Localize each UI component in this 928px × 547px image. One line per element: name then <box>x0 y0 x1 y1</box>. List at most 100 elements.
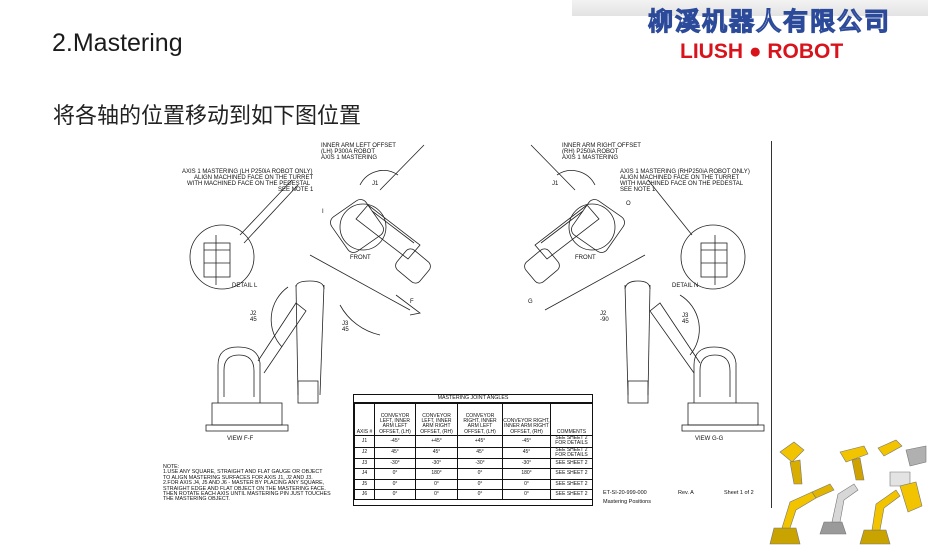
table-cell: SEE SHEET 2 <box>550 488 593 500</box>
right-callout-line: AXIS 1 MASTERING <box>562 155 618 161</box>
j1-left-label: J1 <box>372 181 379 187</box>
table-title: MASTERING JOINT ANGLES <box>354 395 592 403</box>
table-cell: 0° <box>374 488 416 500</box>
j2-left-value: 45 <box>250 317 257 323</box>
detail-n-circle <box>647 179 746 290</box>
drawing-notes: NOTE: 1.USE ANY SQUARE, STRAIGHT AND FLA… <box>163 464 358 503</box>
table-cell: SEE SHEET 2 <box>550 468 593 480</box>
section-g-label: G <box>528 299 533 305</box>
table-header: CONVEYOR RIGHT, INNER ARM RIGHT OFFSET, … <box>502 403 551 436</box>
drawing-border-line <box>771 141 772 508</box>
j3-left-value: 45 <box>342 327 349 333</box>
j3-right-value: 45 <box>682 319 689 325</box>
section-i-label: I <box>322 209 324 215</box>
notes-heading: NOTE: <box>163 464 180 470</box>
table-cell: SEE SHEET 2 FOR DETAILS <box>550 446 593 460</box>
view-g-label: VIEW G-G <box>695 436 724 442</box>
detail-l-circle <box>189 179 299 290</box>
table-cell: J2 <box>354 446 375 460</box>
section-f-label: F <box>410 299 414 305</box>
right-side-view <box>624 280 765 432</box>
revision: Rev. A <box>678 490 694 496</box>
j2-right-value: -90 <box>600 317 609 323</box>
sheet-number: Sheet 1 of 2 <box>724 490 754 496</box>
right-top-view-arm <box>524 144 646 311</box>
left-callout-line: INNER ARM LEFT OFFSET <box>321 143 396 149</box>
robot-arms-graphic <box>769 439 927 545</box>
right-note-line: WITH MACHINED FACE ON THE PEDESTAL <box>620 181 744 187</box>
table-cell: -45° <box>374 435 416 448</box>
table-row: J2 45° 45° 45° 45° SEE SHEET 2 FOR DETAI… <box>354 446 593 460</box>
table-cell: 180° <box>502 468 551 480</box>
left-note-line: AXIS 1 MASTERING (LH P250iA ROBOT ONLY) <box>182 169 312 175</box>
left-note-line: SEE NOTE 1 <box>278 187 314 193</box>
table-cell: -30° <box>457 458 503 470</box>
table-cell: SEE SHEET 2 FOR DETAILS <box>550 435 593 448</box>
table-cell: 45° <box>374 446 416 460</box>
note-line: TO ALIGN MASTERING SURFACES FOR AXIS J1,… <box>163 474 313 481</box>
table-cell: 0° <box>457 478 503 490</box>
front-right-label: FRONT <box>575 255 596 261</box>
table-header: CONVEYOR LEFT, INNER ARM RIGHT OFFSET, (… <box>415 403 458 436</box>
j1-right-label: J1 <box>552 181 559 187</box>
note-line: 2.FOR AXIS J4, J5 AND J6 - MASTER BY PLA… <box>163 480 325 487</box>
table-cell: -45° <box>502 435 551 448</box>
right-note-line: SEE NOTE 1 <box>620 187 656 193</box>
left-callout-line: (LH) P300A ROBOT <box>321 149 375 155</box>
table-cell: +45° <box>457 435 503 448</box>
table-cell: 0° <box>415 488 458 500</box>
note-line: THEN ROTATE EACH AXIS UNTIL MASTERING PI… <box>163 491 331 498</box>
table-header: AXIS # <box>354 403 375 436</box>
j2-right-label: J2 <box>600 311 607 317</box>
slide-title: 2.Mastering <box>52 29 183 57</box>
view-f-label: VIEW F-F <box>227 436 254 442</box>
table-cell: +45° <box>415 435 458 448</box>
left-callout: INNER ARM LEFT OFFSET (LH) P300A ROBOT A… <box>321 143 396 161</box>
company-logo-chinese: 柳溪机器人有限公司 <box>647 7 892 37</box>
right-note: AXIS 1 MASTERING (RHP250iA ROBOT ONLY) A… <box>620 169 750 193</box>
right-callout-line: INNER ARM RIGHT OFFSET <box>562 143 641 149</box>
section-o-label: O <box>626 201 631 207</box>
left-top-view-arm <box>309 144 431 316</box>
table-row: J5 0° 0° 0° 0° SEE SHEET 2 <box>354 478 593 490</box>
table-grid: AXIS # CONVEYOR LEFT, INNER ARM LEFT OFF… <box>354 403 593 500</box>
table-cell: -30° <box>415 458 458 470</box>
slide-subtitle: 将各轴的位置移动到如下图位置 <box>53 104 362 129</box>
table-cell: 45° <box>415 446 458 460</box>
table-cell: J4 <box>354 468 375 480</box>
right-note-line: AXIS 1 MASTERING (RHP250iA ROBOT ONLY) <box>620 169 750 175</box>
right-callout: INNER ARM RIGHT OFFSET (RH) P250iA ROBOT… <box>562 143 641 161</box>
drawing-title-block: ET-SI-20-999-000 Rev. A Sheet 1 of 2 Mas… <box>600 490 772 508</box>
company-logo-english: LIUSH ● ROBOT <box>680 40 844 63</box>
table-row: J4 0° 180° 0° 180° SEE SHEET 2 <box>354 468 593 480</box>
note-line: STRAIGHT EDGE AND FLAT OBJECT ON THE MAS… <box>163 485 326 492</box>
right-note-line: ALIGN MACHINED FACE ON THE TURRET <box>620 175 739 181</box>
table-header-row: AXIS # CONVEYOR LEFT, INNER ARM LEFT OFF… <box>354 403 593 436</box>
table-cell: -30° <box>502 458 551 470</box>
left-side-view <box>205 280 381 432</box>
table-cell: 45° <box>457 446 503 460</box>
table-cell: 180° <box>415 468 458 480</box>
front-left-label: FRONT <box>350 255 371 261</box>
table-header: CONVEYOR LEFT, INNER ARM LEFT OFFSET, (L… <box>374 403 416 436</box>
table-cell: 0° <box>502 488 551 500</box>
table-row: J6 0° 0° 0° 0° SEE SHEET 2 <box>354 488 593 500</box>
header-bar <box>572 0 928 16</box>
table-cell: J5 <box>354 478 375 490</box>
mastering-angles-table: MASTERING JOINT ANGLES AXIS # CONVEYOR L… <box>353 394 593 506</box>
left-callout-line: AXIS 1 MASTERING <box>321 155 377 161</box>
table-cell: 0° <box>415 478 458 490</box>
table-row: J3 -30° -30° -30° -30° SEE SHEET 2 <box>354 458 593 470</box>
table-row: J1 -45° +45° +45° -45° SEE SHEET 2 FOR D… <box>354 435 593 448</box>
detail-n-label: DETAIL N <box>672 283 698 289</box>
mastering-drawing: INNER ARM LEFT OFFSET (LH) P300A ROBOT A… <box>182 143 765 442</box>
left-note: AXIS 1 MASTERING (LH P250iA ROBOT ONLY) … <box>182 169 314 193</box>
table-cell: J6 <box>354 488 375 500</box>
table-cell: 0° <box>457 488 503 500</box>
j3-right-label: J3 <box>682 313 689 319</box>
table-cell: 0° <box>374 468 416 480</box>
table-header: CONVEYOR RIGHT, INNER ARM LEFT OFFSET, (… <box>457 403 503 436</box>
table-cell: SEE SHEET 2 <box>550 478 593 490</box>
table-cell: 0° <box>374 478 416 490</box>
